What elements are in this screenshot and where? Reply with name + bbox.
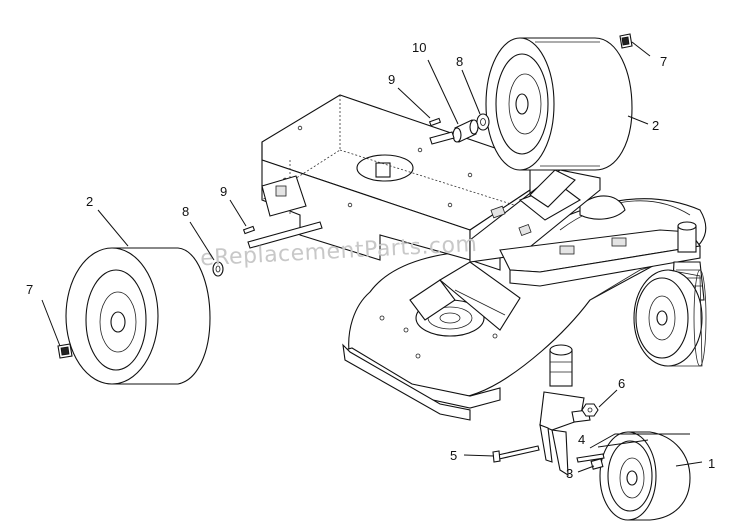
leader-lines [41,41,703,473]
main-frame [247,94,601,331]
front-caster-wheel [599,431,691,521]
key-left [242,225,256,235]
callout-2-top: 2 [652,118,659,133]
callout-9-top: 9 [388,72,395,87]
callout-6: 6 [618,376,625,391]
callout-7-top: 7 [660,54,667,69]
callout-8-top: 8 [456,54,463,69]
callout-9-left: 9 [220,184,227,199]
hub-cap-left [57,343,73,359]
hub-cap-right [619,33,633,49]
callout-5: 5 [450,448,457,463]
washer-left [212,261,224,277]
callout-7-left: 7 [26,282,33,297]
callout-3: 3 [566,466,573,481]
callout-2-left: 2 [86,194,93,209]
callout-1: 1 [708,456,715,471]
right-caster-wheel [633,269,707,367]
axle-bolt [576,453,605,463]
rear-left-wheel [65,247,211,385]
callout-numbers: 1 2 2 3 4 5 6 7 7 8 8 9 9 10 [26,40,715,481]
front-cross-bar [499,229,701,287]
bolt [492,445,540,463]
nut [581,403,599,417]
callout-4: 4 [578,432,585,447]
axle-stub-right [429,131,455,145]
spacer [590,458,604,470]
left-caster-assembly [539,344,591,477]
callout-8-left: 8 [182,204,189,219]
key-right [428,117,442,127]
washer-right [476,113,490,131]
rear-right-wheel [485,37,633,171]
bushing [452,119,479,143]
callout-10: 10 [412,40,426,55]
